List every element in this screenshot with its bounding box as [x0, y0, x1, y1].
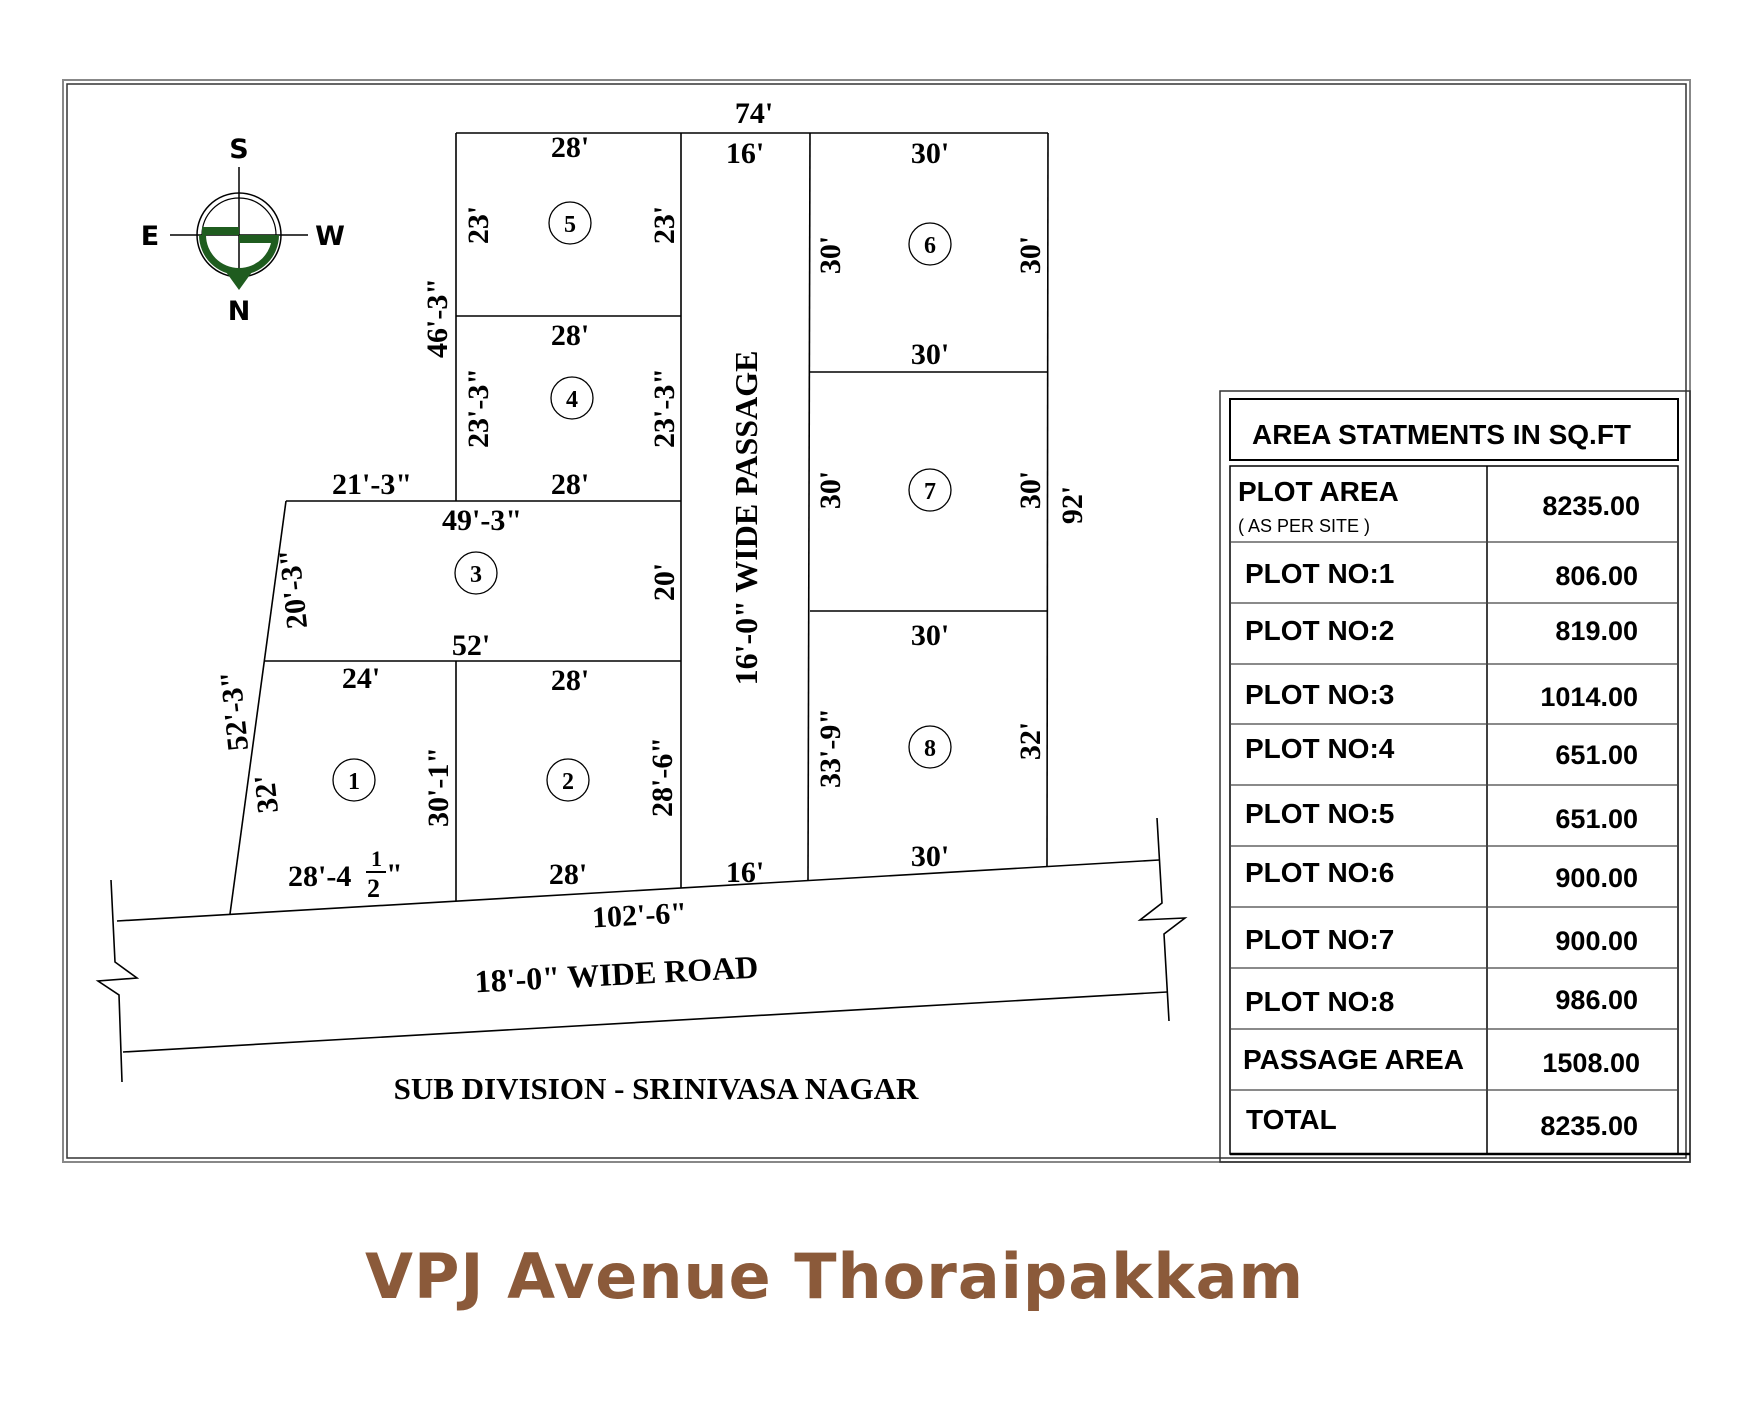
- dim-plot4-right: 23'-3": [648, 368, 681, 448]
- row-value: 8235.00: [1540, 1111, 1638, 1141]
- row-value: 900.00: [1555, 926, 1638, 956]
- dim-plot1-left: 32': [248, 773, 285, 815]
- dim-plot6-left: 30': [814, 236, 847, 274]
- compass-east-label: E: [141, 221, 159, 252]
- dim-plot1-bottom-suffix: ": [386, 858, 403, 891]
- plot-number-4: 4: [566, 387, 578, 413]
- dim-plot8-bottom: 30': [911, 840, 949, 873]
- horizontal-dimensions: 74' 28' 16' 30' 28' 30' 21'-3" 28' 49'-3…: [288, 97, 949, 934]
- row-value: 900.00: [1555, 863, 1638, 893]
- plot-number-2: 2: [562, 769, 574, 795]
- row-sublabel: ( AS PER SITE ): [1238, 516, 1370, 536]
- row-value: 651.00: [1555, 804, 1638, 834]
- north-compass-icon: S N E W: [141, 134, 345, 327]
- row-label: PLOT NO:4: [1245, 733, 1395, 764]
- dim-plot1-bottom: 28'-4: [288, 860, 351, 893]
- dim-plot2-top: 28': [551, 664, 589, 697]
- table-row: PASSAGE AREA 1508.00: [1243, 1044, 1640, 1078]
- dim-plot4-bottom: 28': [551, 468, 589, 501]
- dim-plot3-right: 20': [648, 563, 681, 601]
- row-label: PLOT NO:5: [1245, 798, 1394, 829]
- row-label: PLOT NO:1: [1245, 558, 1394, 589]
- dim-plot8-right: 32': [1014, 722, 1047, 760]
- row-label: PASSAGE AREA: [1243, 1044, 1464, 1075]
- table-row: PLOT NO:5 651.00: [1245, 798, 1638, 834]
- dim-passage-bottom: 16': [726, 856, 764, 889]
- row-label: PLOT AREA: [1238, 476, 1399, 507]
- dim-overall-bottom: 102'-6": [591, 897, 688, 935]
- row-value: 651.00: [1555, 740, 1638, 770]
- table-row-plot-area: PLOT AREA ( AS PER SITE ) 8235.00: [1238, 476, 1640, 536]
- plot-number-8: 8: [924, 736, 936, 762]
- dim-plot5-right: 23': [648, 206, 681, 244]
- dim-plot1-bottom-frac-num: 1: [371, 846, 382, 871]
- dim-plot2-right: 28'-6": [646, 737, 679, 817]
- table-row: PLOT NO:3 1014.00: [1245, 679, 1638, 712]
- dim-plot3-bottom: 52': [452, 629, 490, 662]
- compass-south-label: S: [229, 134, 248, 165]
- dim-plot1-bottom-frac-den: 2: [367, 874, 380, 903]
- row-label: TOTAL: [1246, 1104, 1337, 1135]
- road: [95, 817, 1188, 1083]
- row-label: PLOT NO:8: [1245, 986, 1394, 1017]
- dim-step: 21'-3": [332, 468, 412, 501]
- drawing-caption: SUB DIVISION - SRINIVASA NAGAR: [394, 1071, 919, 1106]
- plot-markers: [332, 201, 952, 802]
- dim-plot3-top: 49'-3": [442, 504, 522, 537]
- table-row: PLOT NO:8 986.00: [1245, 985, 1638, 1017]
- plot-number-3: 3: [470, 562, 482, 588]
- dim-plot7-right: 30': [1014, 471, 1047, 509]
- dim-overall-top: 74': [735, 97, 773, 130]
- table-row: TOTAL 8235.00: [1246, 1104, 1638, 1141]
- dim-overall-right: 92': [1056, 486, 1089, 524]
- compass-north-label: N: [228, 296, 251, 327]
- dim-plot7-left: 30': [814, 471, 847, 509]
- dim-plot5-left: 23': [462, 206, 495, 244]
- dim-plot4-left: 23'-3": [462, 368, 495, 448]
- dim-plot5-top: 28': [551, 131, 589, 164]
- row-value: 986.00: [1555, 985, 1638, 1015]
- area-statement-table: AREA STATMENTS IN SQ.FT PLOT AREA ( AS P…: [1219, 390, 1691, 1163]
- dim-plot1-right: 30'-1": [422, 747, 455, 827]
- dim-passage-top: 16': [726, 137, 764, 170]
- row-value: 806.00: [1555, 561, 1638, 591]
- row-value: 1508.00: [1542, 1048, 1640, 1078]
- dim-left-lower: 52'-3": [214, 669, 255, 752]
- dim-plot2-bottom: 28': [549, 858, 587, 891]
- vertical-dimensions: 23' 23' 46'-3" 23'-3" 23'-3" 30' 30' 30'…: [214, 206, 1089, 827]
- compass-west-label: W: [315, 221, 345, 252]
- dim-plot8-top: 30': [911, 619, 949, 652]
- dim-plot1-top: 24': [342, 662, 380, 695]
- table-row: PLOT NO:1 806.00: [1245, 558, 1638, 591]
- dim-left-upper: 46'-3": [421, 278, 454, 358]
- dim-plot4-top: 28': [551, 319, 589, 352]
- page-title: VPJ Avenue Thoraipakkam: [365, 1240, 1305, 1313]
- dim-plot6-right: 30': [1014, 236, 1047, 274]
- plot-numbers: 5 4 3 1 2 6 7 8: [348, 212, 936, 795]
- row-value: 819.00: [1555, 616, 1638, 646]
- row-value: 1014.00: [1540, 682, 1638, 712]
- plot-number-5: 5: [564, 212, 576, 238]
- dim-plot8-left: 33'-9": [814, 708, 847, 788]
- row-label: PLOT NO:6: [1245, 857, 1394, 888]
- table-row: PLOT NO:6 900.00: [1245, 857, 1638, 893]
- plot-number-6: 6: [924, 233, 936, 259]
- plot-number-7: 7: [924, 479, 936, 505]
- road-label: 18'-0" WIDE ROAD: [474, 949, 759, 1000]
- plot-number-1: 1: [348, 769, 360, 795]
- table-row: PLOT NO:7 900.00: [1245, 924, 1638, 956]
- row-label: PLOT NO:7: [1245, 924, 1394, 955]
- row-label: PLOT NO:3: [1245, 679, 1394, 710]
- plot-boundaries: [229, 132, 1049, 915]
- row-value: 8235.00: [1542, 491, 1640, 521]
- dim-plot6-bottom: 30': [911, 338, 949, 371]
- row-label: PLOT NO:2: [1245, 615, 1394, 646]
- table-row: PLOT NO:4 651.00: [1245, 733, 1638, 770]
- table-row: PLOT NO:2 819.00: [1245, 615, 1638, 646]
- dim-plot6-top: 30': [911, 137, 949, 170]
- table-title: AREA STATMENTS IN SQ.FT: [1252, 419, 1631, 450]
- passage-label: 16'-0" WIDE PASSAGE: [728, 351, 764, 686]
- dim-plot3-left: 20'-3": [273, 547, 314, 630]
